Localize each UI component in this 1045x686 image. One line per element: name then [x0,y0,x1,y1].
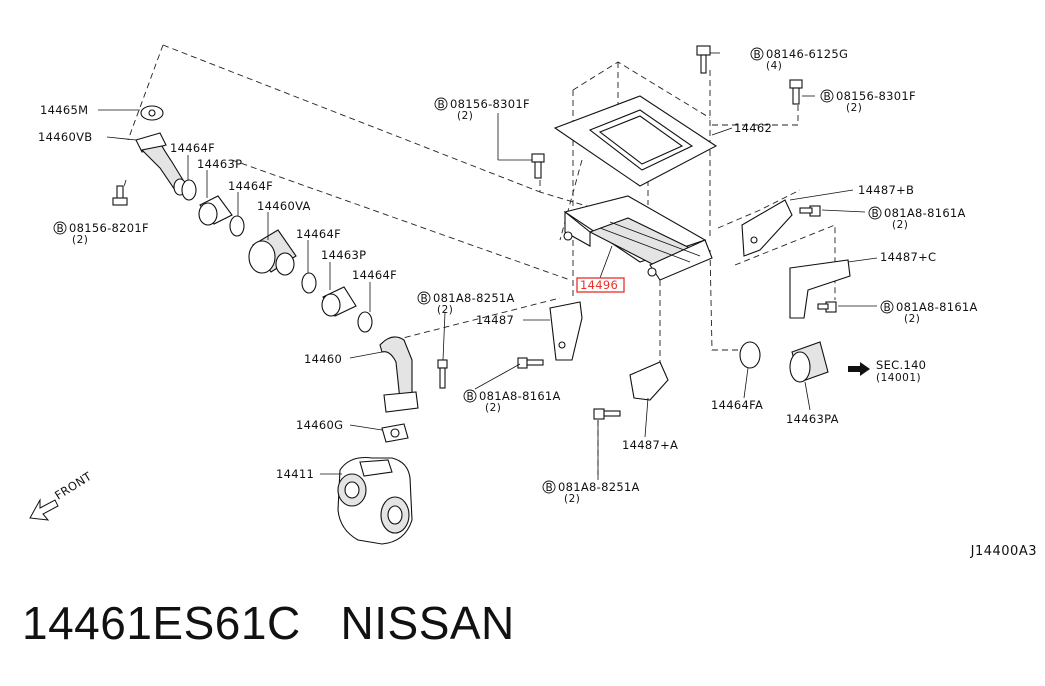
bolt-qty-b5: (2) [892,219,908,231]
bolt-labels: B 08146-6125G (4) B 08156-8301F (2) B 08… [53,47,978,505]
bolt-qty-b1: (4) [766,60,782,72]
diagram-code: J14400A3 [970,544,1037,559]
bolt-08156-8301f-right [789,79,803,105]
label-14465m: 14465M [40,103,88,117]
bolt-prefix-b1: B [754,49,762,61]
bolt-prefix-b8: B [467,391,475,403]
bracket-14487b [741,199,793,257]
label-14460va: 14460VA [257,199,311,213]
bolt-081a8-8251a-left [437,359,448,389]
arrow-icon [848,362,870,376]
bolt-code-b4: 08156-8201F [69,221,149,235]
label-14463p-1: 14463P [197,157,242,171]
highlight-box-14496 [576,277,625,293]
footer-caption: 14461ES61C NISSAN [22,596,515,650]
hose-14463pa [789,341,829,383]
bolt-prefix-b6: B [884,302,892,314]
part-number: 14461ES61C [22,597,301,649]
hose-14463p-1 [198,195,233,226]
bolt-08146-6125g [696,45,711,74]
bolt-code-b1: 08146-6125G [766,47,848,61]
leader-lines [98,52,878,480]
clamp-14464f-4 [357,311,373,333]
bolt-081a8-8161a-upper-right [799,205,821,217]
bolt-prefix-b5: B [872,208,880,220]
clamp-14464f-3 [301,272,317,294]
bolt-qty-b9: (2) [564,493,580,505]
turbocharger-14411 [337,456,413,545]
bolt-qty-b8: (2) [485,402,501,414]
bolt-prefix-b3: B [438,99,446,111]
bolt-code-b9: 081A8-8251A [558,480,640,494]
label-14487: 14487 [476,313,514,327]
bracket-14487 [549,301,583,361]
label-14460vb: 14460VB [38,130,92,144]
bolt-08156-8201f [112,185,128,206]
pipe-14460 [379,336,419,413]
intercooler-14496 [563,195,713,281]
bolt-081a8-8161a-lower-right [817,301,837,313]
bolt-prefix-b4: B [57,223,65,235]
label-14487c: 14487+C [880,250,936,264]
label-14464f-2: 14464F [228,179,273,193]
label-14487b: 14487+B [858,183,914,197]
bolt-qty-b7: (2) [437,304,453,316]
label-14460g: 14460G [296,418,343,432]
bolt-code-b7: 081A8-8251A [433,291,515,305]
bolt-08156-8301f-left [531,153,545,179]
brand-name: NISSAN [340,597,515,649]
clamp-14464f-2 [229,215,245,237]
label-front: FRONT [52,469,95,503]
bolt-qty-b6: (2) [904,313,920,325]
label-14463pa: 14463PA [786,412,839,426]
label-sec-140: SEC.140 [876,358,926,372]
label-14463p-2: 14463P [321,248,366,262]
bolt-code-b3: 08156-8301F [450,97,530,111]
label-14462: 14462 [734,121,772,135]
clamp-14464f-1 [181,179,197,201]
gasket-14460g [381,423,409,443]
bolt-qty-b2: (2) [846,102,862,114]
bolt-081a8-8161a-left [517,357,544,369]
bolt-prefix-b2: B [824,91,832,103]
bolt-081a8-8251a-lower [593,408,621,420]
front-arrow-icon [29,498,59,521]
bolt-qty-b4: (2) [72,234,88,246]
bolt-code-b5: 081A8-8161A [884,206,966,220]
bracket-14487c [789,259,851,319]
label-14464f-1: 14464F [170,141,215,155]
resonator-14460va [248,229,297,276]
bolt-prefix-b7: B [421,293,429,305]
cover-plate-14462 [553,95,718,187]
label-14411: 14411 [276,467,314,481]
label-14464f-3: 14464F [296,227,341,241]
bracket-14487a [629,361,669,401]
label-sec-ref: (14001) [876,372,921,384]
clamp-14464fa [739,341,761,369]
label-14460: 14460 [304,352,342,366]
label-14496[interactable]: 14496 [580,278,618,292]
bolt-prefix-b9: B [546,482,554,494]
bolt-code-b2: 08156-8301F [836,89,916,103]
label-14464fa: 14464FA [711,398,763,412]
bolt-code-b6: 081A8-8161A [896,300,978,314]
label-14464f-4: 14464F [352,268,397,282]
bolt-qty-b3: (2) [457,110,473,122]
gasket-14465m [140,105,164,121]
bolt-code-b8: 081A8-8161A [479,389,561,403]
label-14487a: 14487+A [622,438,678,452]
hose-14463p-2 [321,286,357,317]
